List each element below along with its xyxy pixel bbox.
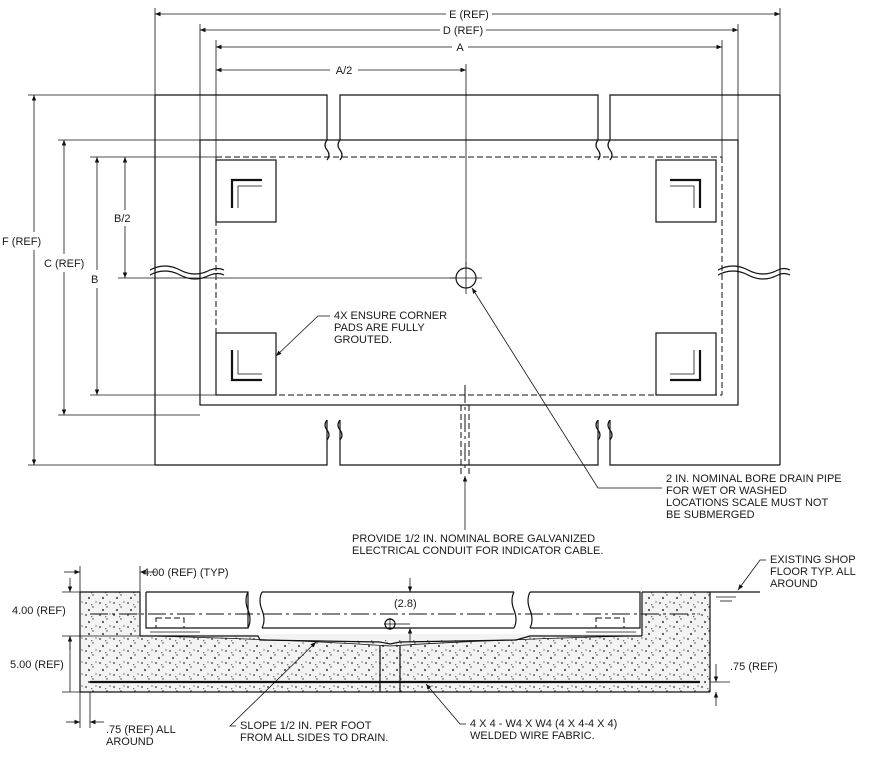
- wire-note-line-2: WELDED WIRE FABRIC.: [470, 730, 595, 742]
- dim-f-label: F (REF): [2, 236, 41, 248]
- corner-note-line-2: PADS ARE FULLY: [334, 322, 425, 334]
- conduit-symbol: [460, 385, 470, 475]
- drain-section-symbol: [384, 618, 410, 630]
- dimension-75-right: .75 (REF): [710, 661, 778, 706]
- corner-note-line-3: GROUTED.: [334, 334, 392, 346]
- dimension-d: D (REF): [199, 24, 739, 140]
- slope-note-line-1: SLOPE 1/2 IN. PER FOOT: [240, 720, 372, 732]
- drain-note-line-3: LOCATIONS SCALE MUST NOT: [666, 497, 828, 509]
- wire-fabric-note: 4 X 4 - W4 X W4 (4 X 4-4 X 4) WELDED WIR…: [425, 683, 617, 742]
- conduit-note: PROVIDE 1/2 IN. NOMINAL BORE GALVANIZED …: [352, 476, 603, 557]
- drain-note: 2 IN. NOMINAL BORE DRAIN PIPE FOR WET OR…: [471, 287, 842, 521]
- dimension-28: (2.8): [394, 578, 417, 642]
- conduit-note-line-1: PROVIDE 1/2 IN. NOMINAL BORE GALVANIZED: [352, 533, 595, 545]
- dim-500-label: 5.00 (REF): [10, 659, 64, 671]
- dim-75-around-line-1: .75 (REF) ALL: [106, 724, 176, 736]
- dim-a-half-label: A/2: [336, 65, 353, 77]
- dimension-400-typ: 4.00 (REF) (TYP): [64, 566, 229, 592]
- dimension-500: 5.00 (REF): [10, 636, 80, 693]
- dim-28-label: (2.8): [394, 598, 417, 610]
- dimension-b-half: B/2: [114, 157, 456, 279]
- dimension-a-half: A/2: [216, 64, 467, 268]
- dim-75-around-line-2: AROUND: [106, 736, 154, 748]
- dim-e-label: E (REF): [449, 9, 489, 21]
- drain-note-line-2: FOR WET OR WASHED: [666, 485, 787, 497]
- wire-note-line-1: 4 X 4 - W4 X W4 (4 X 4-4 X 4): [470, 718, 617, 730]
- dim-d-label: D (REF): [443, 25, 483, 37]
- corner-pad-top-left: [215, 159, 277, 223]
- shop-floor-note: EXISTING SHOP FLOOR TYP. ALL AROUND: [737, 554, 856, 591]
- dimension-b: B: [90, 156, 216, 396]
- plan-view: E (REF) D (REF) A A/2 F (: [2, 8, 842, 557]
- dim-400-typ-label: 4.00 (REF) (TYP): [143, 567, 229, 579]
- outer-foundation-outline: [154, 94, 781, 466]
- section-view: 4.00 (REF) (TYP) 4.00 (REF) 5.00 (REF) (…: [10, 554, 856, 748]
- dimension-f: F (REF): [2, 94, 155, 466]
- dimension-a: A: [215, 40, 723, 157]
- floor-note-line-3: AROUND: [770, 578, 818, 590]
- floor-note-line-2: FLOOR TYP. ALL: [770, 566, 856, 578]
- corner-pad-bottom-right: [655, 332, 717, 396]
- section-outline: [79, 591, 711, 693]
- conduit-note-line-2: ELECTRICAL CONDUIT FOR INDICATOR CABLE.: [352, 545, 603, 557]
- shop-floor-line: [710, 591, 760, 602]
- slope-note-line-2: FROM ALL SIDES TO DRAIN.: [240, 732, 388, 744]
- dim-400-label: 4.00 (REF): [12, 605, 66, 617]
- dimension-e: E (REF): [154, 8, 781, 95]
- dim-b-label: B: [91, 274, 98, 286]
- dimension-c: C (REF): [44, 139, 200, 416]
- corner-pad-top-right: [655, 159, 717, 223]
- dimension-75-around: .75 (REF) ALL AROUND: [66, 692, 176, 748]
- dim-a-label: A: [456, 42, 464, 54]
- dim-b-half-label: B/2: [114, 213, 131, 225]
- drain-note-line-4: BE SUBMERGED: [666, 509, 755, 521]
- floor-note-line-1: EXISTING SHOP: [770, 554, 856, 566]
- dim-c-label: C (REF): [44, 258, 84, 270]
- slope-note: SLOPE 1/2 IN. PER FOOT FROM ALL SIDES TO…: [229, 641, 388, 744]
- corner-pad-bottom-left: [215, 332, 277, 396]
- drain-note-line-1: 2 IN. NOMINAL BORE DRAIN PIPE: [666, 473, 842, 485]
- corner-note-line-1: 4X ENSURE CORNER: [334, 310, 447, 322]
- dim-75-label: .75 (REF): [730, 661, 778, 673]
- corner-pad-note: 4X ENSURE CORNER PADS ARE FULLY GROUTED.: [275, 310, 447, 357]
